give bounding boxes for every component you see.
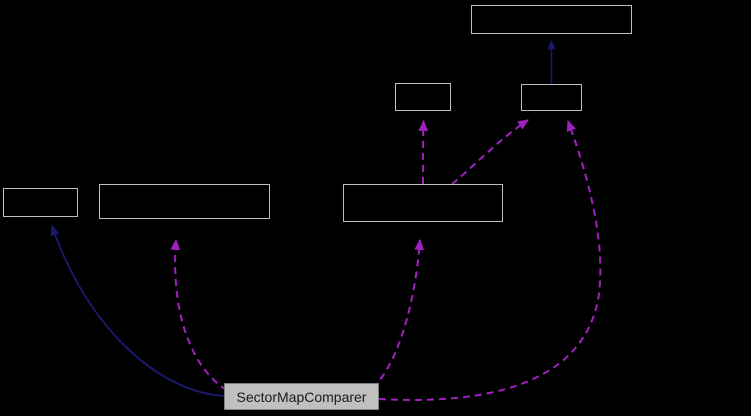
class-node-mid-small-right[interactable] (521, 84, 582, 111)
edge-usage-center-to-small-left (418, 119, 429, 185)
class-node-left-small[interactable] (3, 188, 78, 217)
class-node-sector-map-comparer[interactable]: SectorMapComparer (224, 383, 379, 410)
class-node-label: SectorMapComparer (236, 388, 367, 405)
class-node-top[interactable] (471, 5, 632, 34)
edge-inheritance-comparer-left-small (50, 225, 225, 397)
edge-usage-center-to-small-right (451, 119, 529, 185)
edge-usage-comparer-mid-small-right (378, 119, 602, 401)
class-node-mid-small-left[interactable] (395, 83, 451, 111)
class-node-left-wide[interactable] (99, 184, 270, 219)
class-node-center-wide[interactable] (343, 184, 503, 222)
edge-usage-comparer-left-wide (170, 238, 228, 391)
edge-usage-comparer-center-wide (371, 238, 425, 389)
